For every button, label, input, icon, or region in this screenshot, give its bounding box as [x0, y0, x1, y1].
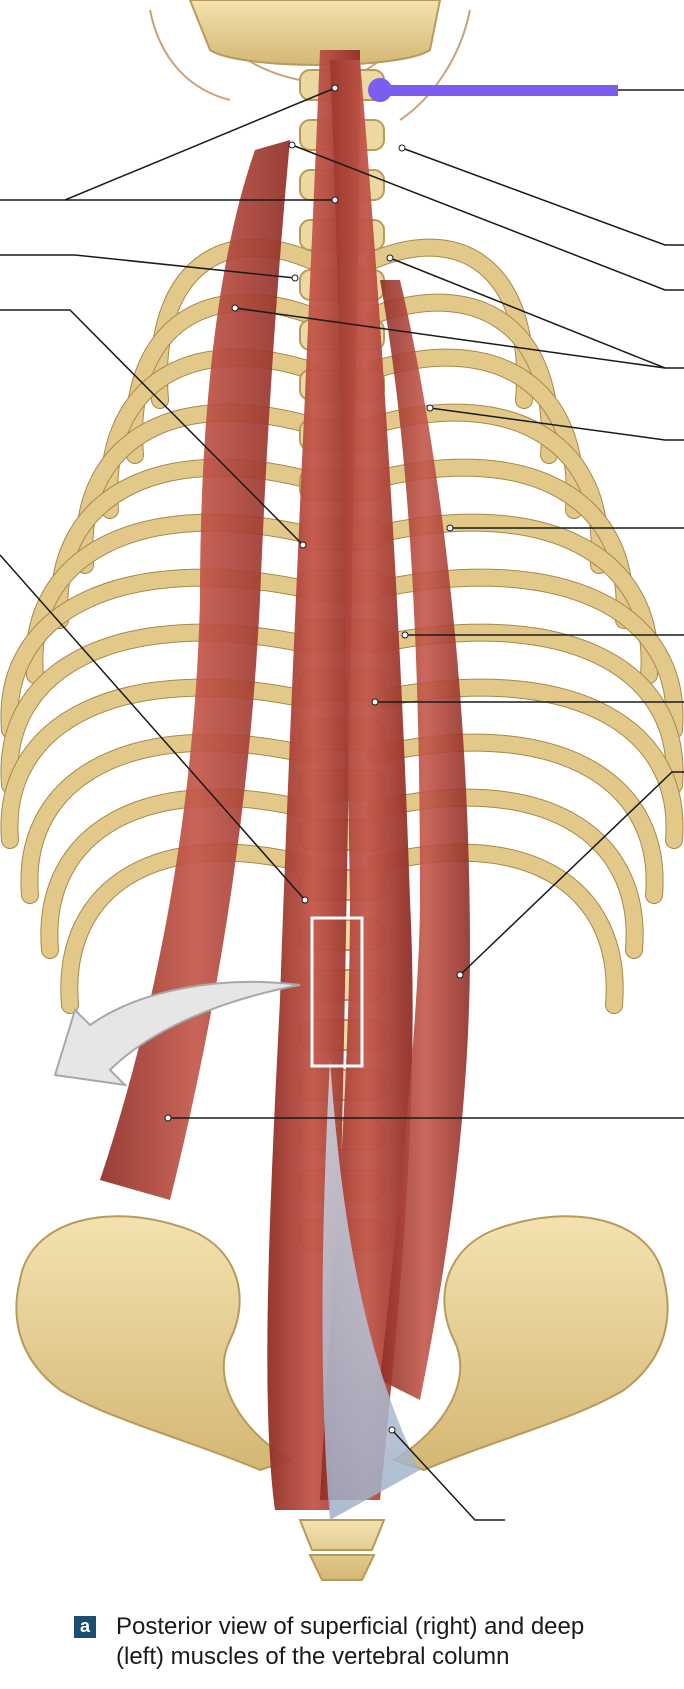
- highlight-bar: [368, 78, 618, 102]
- pelvis: [15, 1215, 669, 1581]
- right-iliocostalis: [380, 280, 470, 1400]
- rib-left: [1, 624, 318, 793]
- thoracolumbar-aponeurosis: [322, 1060, 420, 1520]
- panel-letter-badge: a: [74, 1616, 96, 1638]
- rib-left: [0, 623, 319, 794]
- rib-left: [61, 844, 318, 1013]
- muscles: [100, 50, 470, 1520]
- leader-dots: [164, 84, 464, 1434]
- left-iliocostalis: [100, 140, 290, 1200]
- skull-base: [188, 0, 442, 66]
- rib-left: [41, 789, 318, 958]
- callout-arrow: [53, 980, 301, 1087]
- leader-lines: [0, 87, 684, 1521]
- enlargement-box: [310, 916, 364, 1068]
- right-longissimus: [320, 60, 413, 1500]
- caption-text: Posterior view of superficial (right) an…: [116, 1613, 585, 1670]
